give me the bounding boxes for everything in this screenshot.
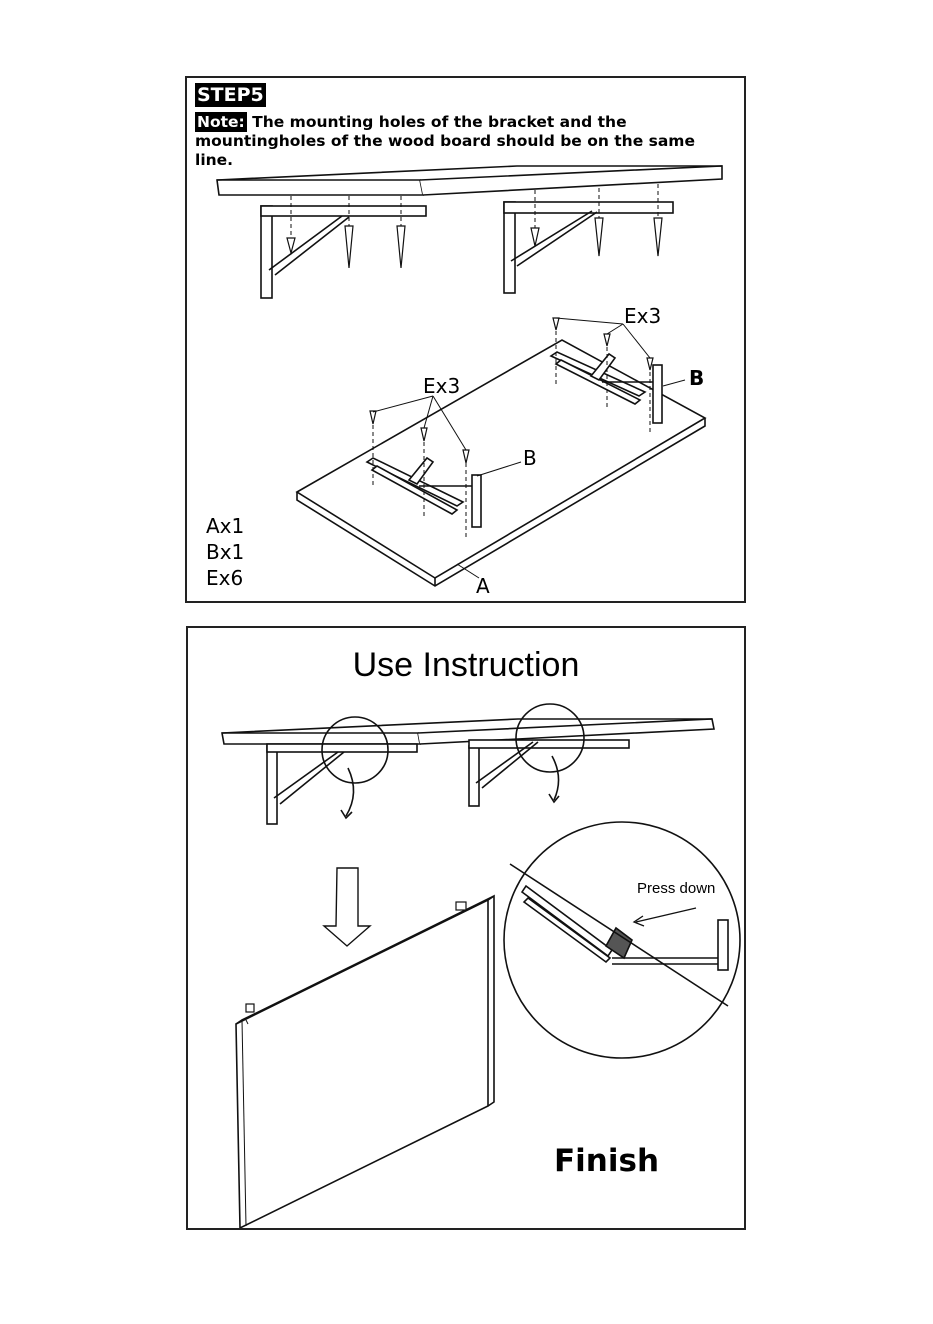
note-text: The mounting holes of the bracket and th… [195,113,695,169]
tabletop-icon [297,340,705,586]
tabletop-icon [222,719,714,744]
step-title: STEP5 [195,86,266,105]
press-down-label: Press down [637,881,715,896]
step-badge: STEP5 [195,83,266,107]
callout-screw-e-top: Ex3 [624,306,661,326]
rotate-arrow-icon [341,756,559,818]
mounting-note: Note: The mounting holes of the bracket … [195,113,735,170]
screw-icon [287,218,662,268]
note-badge: Note: [195,112,247,132]
down-arrow-icon [324,868,370,946]
bracket-icon [504,202,673,293]
use-instruction-title: Use Instruction [188,648,744,682]
tabletop-icon [236,896,494,1228]
finish-label: Finish [554,1146,659,1177]
parts-count-e: Ex6 [206,568,243,588]
step5-panel: STEP5 Note: The mounting holes of the br… [185,76,746,603]
callout-bracket-b-right: B [689,368,704,388]
tabletop-icon [217,166,722,195]
callout-bracket-b-left: B [523,448,537,468]
callout-screw-e-left: Ex3 [423,376,460,396]
parts-count-a: Ax1 [206,516,244,536]
bracket-icon [469,740,629,806]
use-illustration [188,628,744,1228]
use-instruction-panel: Use Instruction Press down Finish [186,626,746,1230]
callout-board-a: A [476,576,490,596]
parts-count-b: Bx1 [206,542,244,562]
